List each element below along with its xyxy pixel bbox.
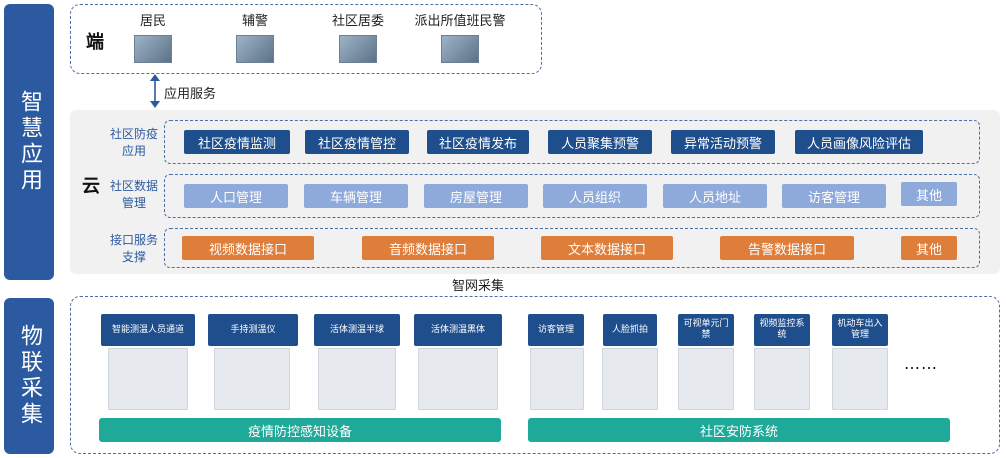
device-label-handheld-thermometer: 手持测温仪 [208, 314, 298, 346]
btn-housing[interactable]: 房屋管理 [424, 184, 528, 208]
handheld-thermometer-image [214, 348, 290, 410]
row-interface [164, 228, 980, 268]
role-police-on-duty-label: 派出所值班民警 [414, 14, 506, 29]
device-label-dome-thermal: 活体测温半球 [314, 314, 400, 346]
role-community-committee-label: 社区居委 [331, 14, 384, 29]
row-label-data-mgmt: 社区数据管理 [108, 178, 160, 212]
community-committee-photo [339, 35, 377, 63]
btn-video-interface[interactable]: 视频数据接口 [182, 236, 314, 260]
btn-vehicle[interactable]: 车辆管理 [304, 184, 408, 208]
row-label-epidemic-app: 社区防疫应用 [108, 126, 160, 160]
btn-audio-interface[interactable]: 音频数据接口 [362, 236, 494, 260]
device-label-visitor: 访客管理 [528, 314, 584, 346]
role-resident-label: 居民 [139, 14, 166, 29]
device-label-blackbody: 活体测温黑体 [414, 314, 502, 346]
device-label-vehicle-access: 机动车出入管理 [832, 314, 888, 346]
more-devices-ellipsis: …… [904, 354, 938, 373]
terminal-label: 端 [86, 32, 104, 53]
btn-visitor[interactable]: 访客管理 [782, 184, 886, 208]
visitor-kiosk-image [530, 348, 584, 410]
role-community-committee: 社区居委 [322, 10, 394, 63]
smart-app-band: 智慧应用 [4, 4, 54, 280]
btn-address[interactable]: 人员地址 [663, 184, 767, 208]
role-police-on-duty: 派出所值班民警 [408, 10, 512, 63]
door-panel-image [678, 348, 734, 410]
row-label-epidemic-app-text: 社区防疫应用 [109, 127, 158, 158]
cloud-label: 云 [82, 176, 100, 197]
btn-interface-other[interactable]: 其他 [901, 236, 957, 260]
resident-photo [134, 35, 172, 63]
epidemic-devices-bar: 疫情防控感知设备 [99, 418, 501, 442]
row-label-data-mgmt-text: 社区数据管理 [109, 179, 158, 210]
btn-alarm-interface[interactable]: 告警数据接口 [720, 236, 854, 260]
row-data-mgmt [164, 174, 980, 218]
double-arrow-icon [150, 74, 160, 108]
face-camera-image [602, 348, 658, 410]
row-label-interface: 接口服务支撑 [108, 232, 160, 266]
app-service-label: 应用服务 [164, 87, 217, 102]
security-system-bar: 社区安防系统 [528, 418, 950, 442]
smart-net-label: 智网采集 [452, 279, 505, 294]
btn-epidemic-control[interactable]: 社区疫情管控 [305, 130, 409, 154]
device-label-door-access: 可视单元门禁 [678, 314, 734, 346]
role-auxiliary-police: 辅警 [222, 10, 288, 63]
device-label-thermal-gate: 智能测温人员通道 [101, 314, 195, 346]
row-epidemic-app [164, 120, 980, 164]
smart-app-label: 智慧应用 [17, 90, 42, 194]
monitor-camera-image [754, 348, 810, 410]
btn-text-interface[interactable]: 文本数据接口 [541, 236, 673, 260]
iot-collect-label: 物联采集 [17, 324, 42, 428]
iot-box [70, 296, 1000, 454]
btn-risk-assessment[interactable]: 人员画像风险评估 [795, 130, 923, 154]
police-on-duty-photo [441, 35, 479, 63]
auxiliary-police-photo [236, 35, 274, 63]
role-resident: 居民 [120, 10, 186, 63]
btn-population[interactable]: 人口管理 [184, 184, 288, 208]
vehicle-barrier-image [832, 348, 888, 410]
iot-collect-band: 物联采集 [4, 298, 54, 454]
btn-abnormal-warning[interactable]: 异常活动预警 [671, 130, 775, 154]
terminal-box [70, 4, 542, 74]
btn-epidemic-publish[interactable]: 社区疫情发布 [427, 130, 529, 154]
role-auxiliary-police-label: 辅警 [241, 14, 268, 29]
device-label-video-monitor: 视频监控系统 [754, 314, 810, 346]
blackbody-image [418, 348, 498, 410]
btn-data-other[interactable]: 其他 [901, 182, 957, 206]
btn-crowd-warning[interactable]: 人员聚集预警 [548, 130, 652, 154]
row-label-interface-text: 接口服务支撑 [109, 233, 158, 264]
thermal-gate-image [108, 348, 188, 410]
btn-epidemic-monitor[interactable]: 社区疫情监测 [184, 130, 290, 154]
device-label-face-capture: 人脸抓拍 [603, 314, 657, 346]
btn-organization[interactable]: 人员组织 [543, 184, 647, 208]
dome-thermal-image [318, 348, 396, 410]
